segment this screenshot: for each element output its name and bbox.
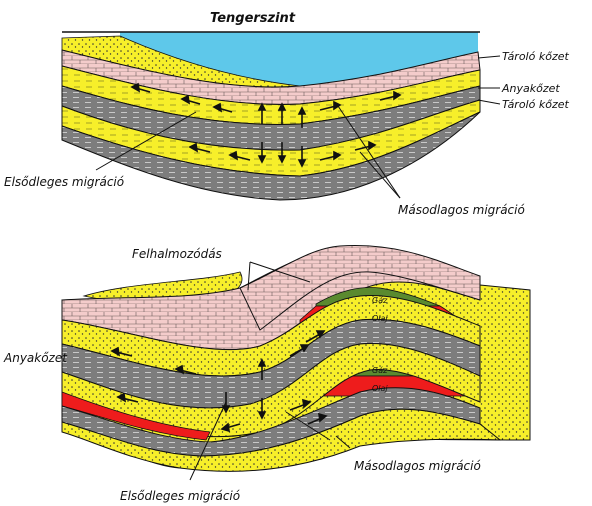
bottom-anticline-diagram: Felhalmozódás Anyakőzet Gáz Olaj Gáz Ola… xyxy=(3,245,530,503)
oil-label-upper: Olaj xyxy=(372,314,388,323)
accumulation-label: Felhalmozódás xyxy=(132,247,222,261)
reservoir-rock-lower-label: Tároló kőzet xyxy=(502,98,569,111)
secondary-migration-label-top: Másodlagos migráció xyxy=(398,203,525,217)
oil-label-lower: Olaj xyxy=(372,384,388,393)
source-rock-label-top: Anyakőzet xyxy=(501,82,560,95)
reservoir-rock-upper-label: Tároló kőzet xyxy=(502,50,569,63)
source-rock-label-bottom: Anyakőzet xyxy=(3,351,68,365)
top-basin-diagram: Tengerszint Tároló kőzet Anyakőzet Tárol… xyxy=(4,11,569,217)
primary-migration-label-top: Elsődleges migráció xyxy=(4,175,124,189)
primary-migration-label-bottom: Elsődleges migráció xyxy=(120,489,240,503)
sea-level-label: Tengerszint xyxy=(210,11,296,26)
gas-label-upper: Gáz xyxy=(372,296,388,305)
gas-label-lower: Gáz xyxy=(372,366,388,375)
secondary-migration-label-bottom: Másodlagos migráció xyxy=(354,459,481,473)
